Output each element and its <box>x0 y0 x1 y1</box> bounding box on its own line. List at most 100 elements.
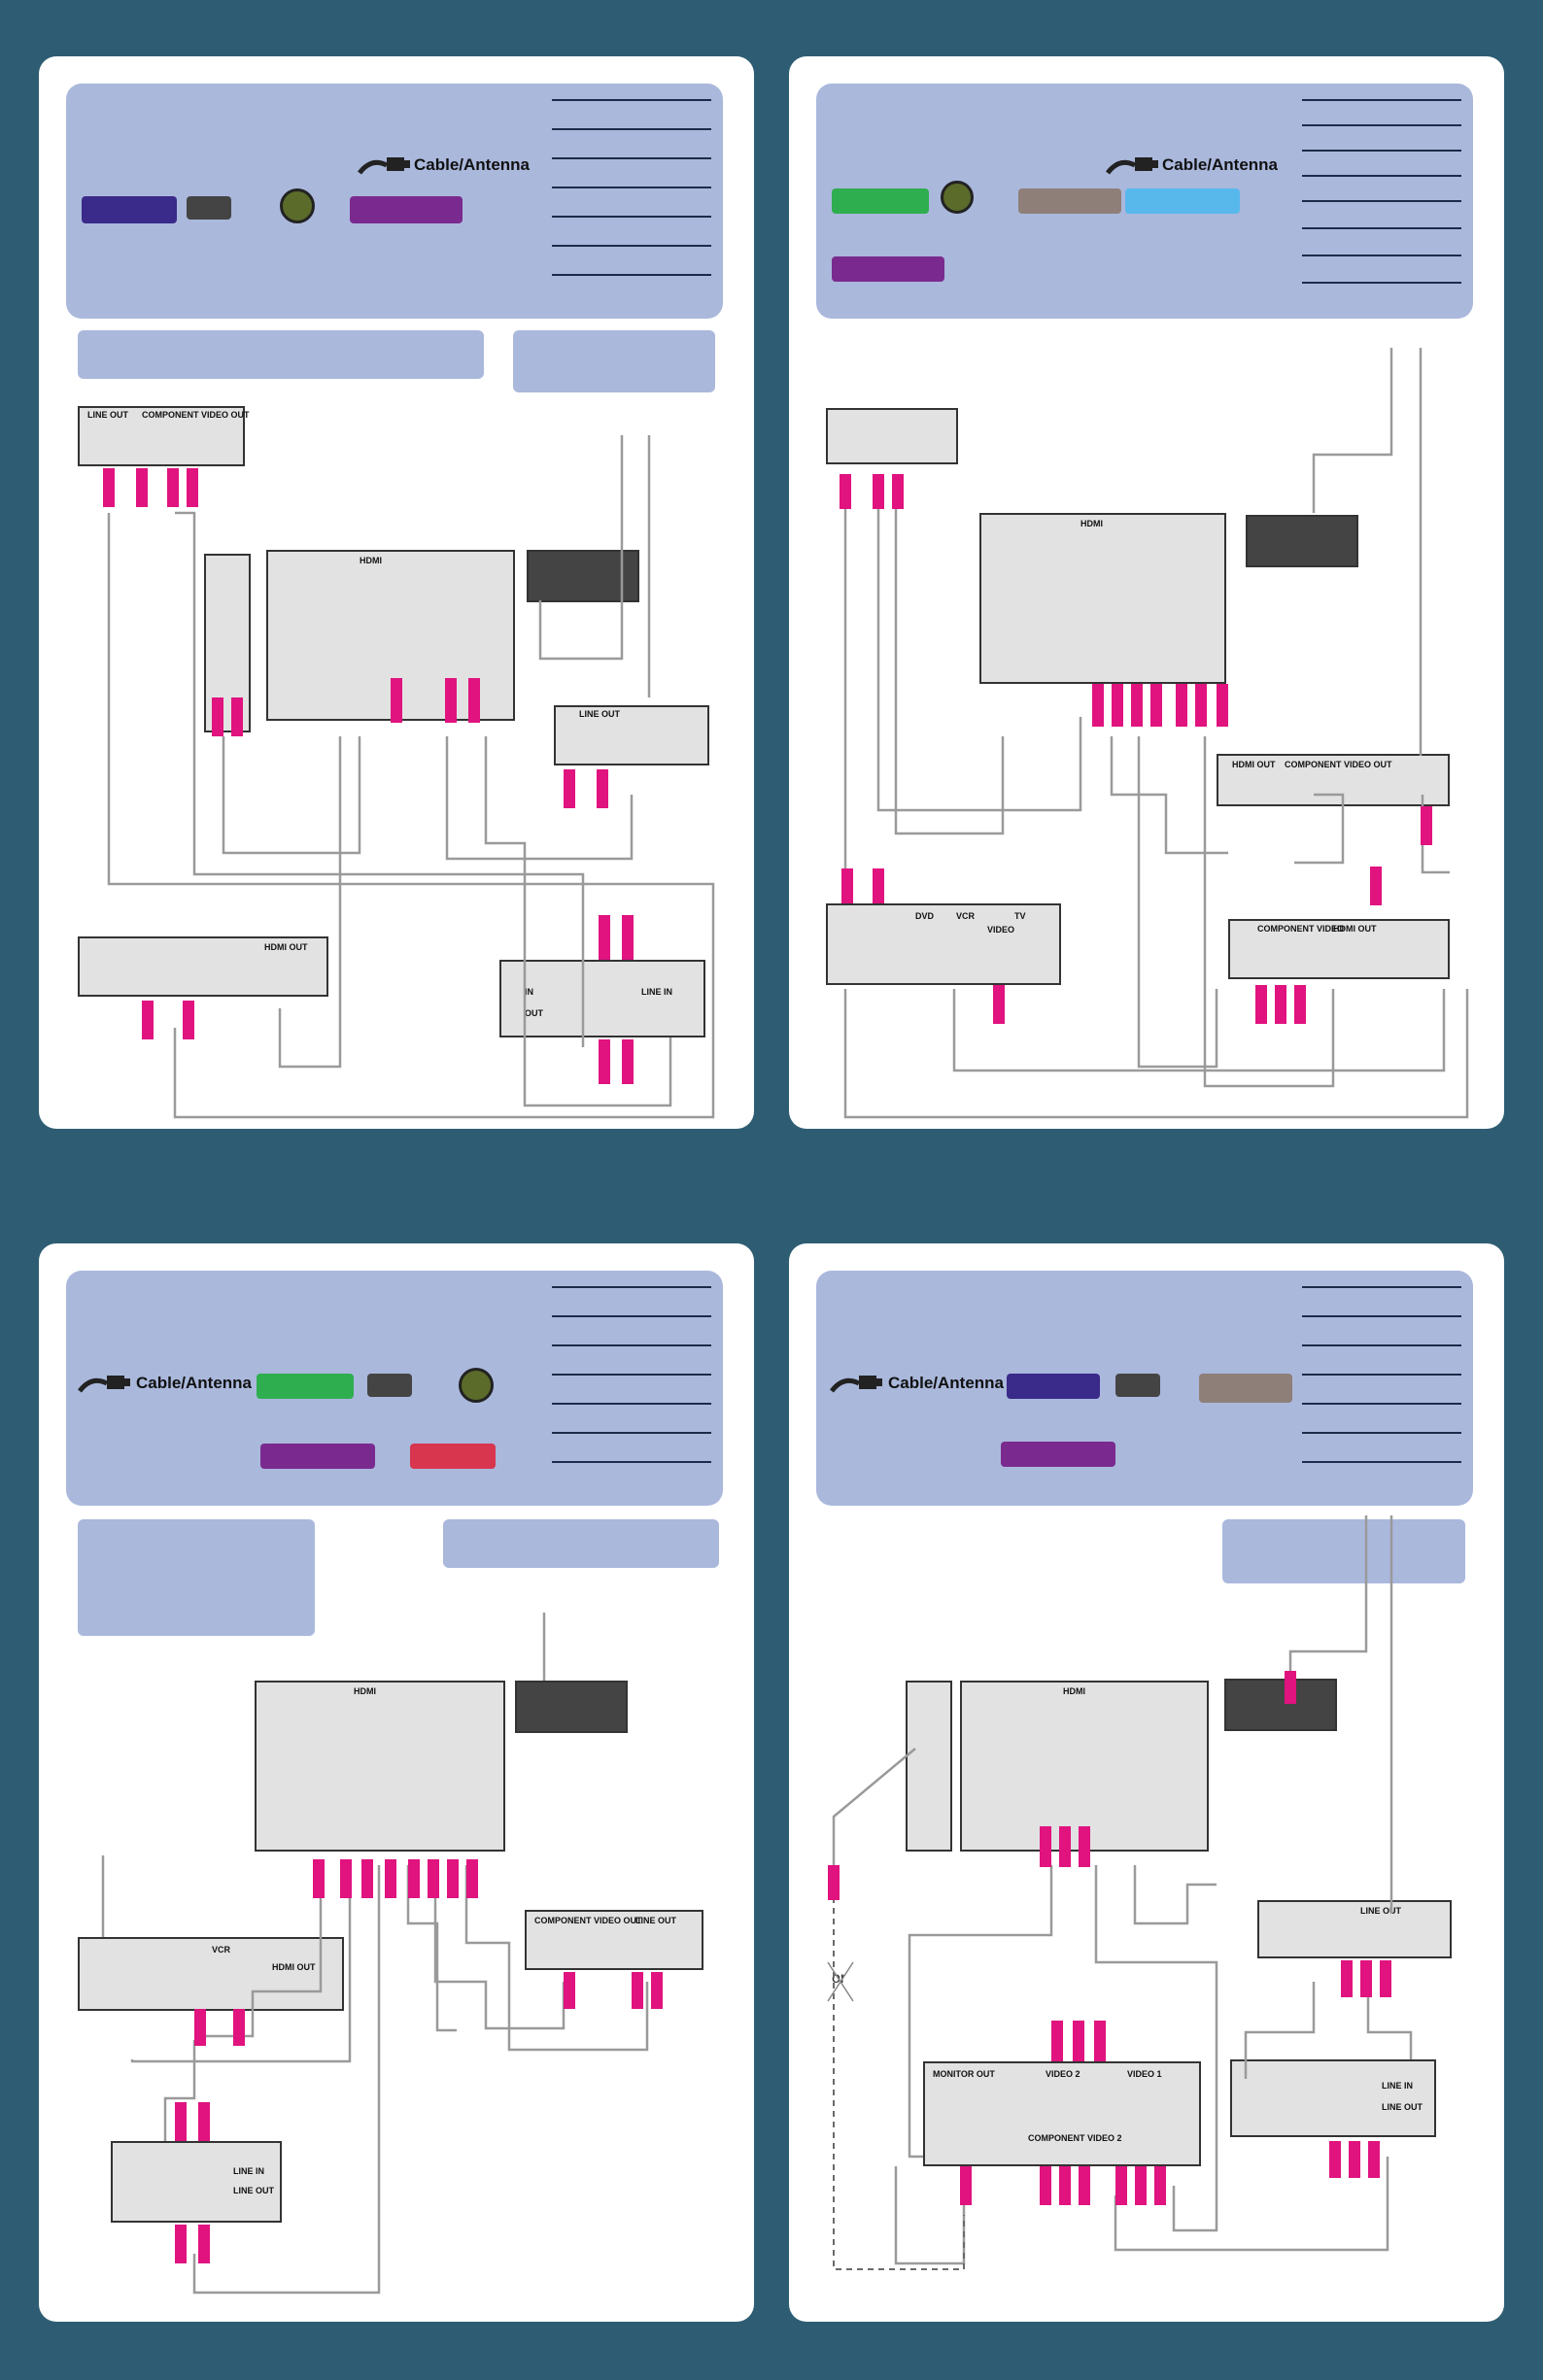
tv-side-panel <box>906 1681 952 1852</box>
dvd-vcr-combo-device <box>78 1937 344 2011</box>
legend-rule <box>1302 200 1461 202</box>
panel-2: Cable/Antenna HDMI HDMI OUT COMPONENT VI… <box>789 56 1504 1129</box>
cable-antenna-label: Cable/Antenna <box>136 1374 253 1392</box>
combo-vcr-label: VCR <box>212 1945 231 1955</box>
panel-3: Cable/Antenna HDMI VCR HDMI OUT COMPONEN… <box>39 1243 754 2322</box>
line-in-label: LINE IN <box>233 2166 265 2176</box>
legend-rule <box>552 216 711 218</box>
legend-rule <box>1302 282 1461 284</box>
legend-rule <box>552 187 711 188</box>
hdmi-label: HDMI <box>1080 519 1103 528</box>
av-receiver-device <box>923 2061 1201 2166</box>
legend-rule <box>1302 1461 1461 1463</box>
panel-3-note-right <box>443 1519 719 1568</box>
line-out-label: LINE OUT <box>87 410 128 420</box>
legend-rule <box>552 1315 711 1317</box>
legend-rule <box>552 99 711 101</box>
panel-1-header: Cable/Antenna <box>66 84 723 319</box>
monitor-out-label: MONITOR OUT <box>933 2069 995 2079</box>
vcr-label: VCR <box>956 911 976 921</box>
green-device-chip <box>832 188 929 214</box>
panel-4: Cable/Antenna HDMI LINE OUT MONITOR OUT … <box>789 1243 1504 2322</box>
satellite-receiver-device <box>1217 754 1450 806</box>
cable-box-chip <box>260 1444 375 1469</box>
video-1-label: VIDEO 1 <box>1127 2069 1162 2079</box>
line-in-label: LINE IN <box>641 987 673 997</box>
component-video-out-label: COMPONENT VIDEO OUT <box>534 1916 642 1925</box>
line-out-label: LINE OUT <box>635 1916 676 1925</box>
satellite-box-chip <box>1007 1374 1100 1399</box>
panel-1-wiring <box>103 435 715 1119</box>
vcr-cassette-icon <box>1115 1374 1160 1397</box>
legend-rule <box>1302 1315 1461 1317</box>
legend-rule <box>1302 227 1461 229</box>
legend-rule <box>1302 1432 1461 1434</box>
legend-rule <box>552 128 711 130</box>
vcr-line-out-label: LINE OUT <box>579 709 620 719</box>
antenna-wall-plate <box>1246 515 1358 567</box>
legend-rule <box>1302 255 1461 256</box>
hdmi-out-label: HDMI OUT <box>1232 760 1276 769</box>
antenna-wall-plate <box>515 1681 628 1733</box>
legend-rule <box>552 1344 711 1346</box>
out-label: OUT <box>525 1008 543 1018</box>
legend-rule <box>1302 1403 1461 1405</box>
cable-box-chip <box>832 256 944 282</box>
legend-rule <box>552 157 711 159</box>
component-video-out-label: COMPONENT VIDEO OUT <box>142 410 250 420</box>
hd-receiver-device <box>1228 919 1450 979</box>
vcr-cassette-icon <box>367 1374 412 1397</box>
satellite-box-chip <box>82 196 177 223</box>
legend-rule <box>552 245 711 247</box>
recorder-device <box>1230 2059 1436 2137</box>
cable-box-chip <box>1001 1442 1115 1467</box>
vcr-device <box>554 705 709 765</box>
hdmi-label: HDMI <box>360 556 382 565</box>
cable-plug-icon <box>78 1376 130 1393</box>
panel-1-note-right <box>513 330 715 392</box>
panel-1-note-left <box>78 330 484 379</box>
legend-rule <box>1302 150 1461 152</box>
cable-antenna-label: Cable/Antenna <box>414 155 531 174</box>
panel-4-note <box>1222 1519 1465 1583</box>
speaker-knob-icon <box>459 1368 494 1403</box>
speaker-knob-icon <box>280 188 315 223</box>
legend-rule <box>552 1461 711 1463</box>
recorder-device <box>111 2141 282 2223</box>
vcr-cassette-icon <box>187 196 231 220</box>
component-video-label: COMPONENT VIDEO <box>1257 924 1345 934</box>
legend-rule <box>552 274 711 276</box>
taupe-device-chip <box>1199 1374 1292 1403</box>
panel-4-header: Cable/Antenna <box>816 1271 1473 1506</box>
panel-2-wiring <box>840 348 1469 1119</box>
legend-rule <box>1302 124 1461 126</box>
in-label: IN <box>525 987 533 997</box>
sky-device-chip <box>1125 188 1240 214</box>
line-in-label: LINE IN <box>1382 2081 1414 2091</box>
av-switch-device <box>826 903 1061 985</box>
tv-label: TV <box>1014 911 1026 921</box>
panel-3-note-left <box>78 1519 315 1636</box>
cable-box-chip <box>350 196 463 223</box>
legend-rule <box>552 1432 711 1434</box>
panel-3-header: Cable/Antenna <box>66 1271 723 1506</box>
legend-rule <box>1302 175 1461 177</box>
antenna-wall-plate <box>527 550 639 602</box>
tv-back-panel <box>979 513 1226 684</box>
hdmi-out-label: HDMI OUT <box>264 942 308 952</box>
component-source-device <box>78 406 245 466</box>
recorder-line-out-label: LINE OUT <box>1382 2102 1423 2112</box>
vcr-device <box>1257 1900 1452 1958</box>
hdmi-label: HDMI <box>354 1686 376 1696</box>
green-device-chip <box>257 1374 354 1399</box>
optical-source-device <box>826 408 958 464</box>
cable-plug-icon <box>358 157 410 175</box>
legend-rule <box>1302 1344 1461 1346</box>
cable-antenna-label: Cable/Antenna <box>1162 155 1279 174</box>
recorder-device <box>499 960 705 1037</box>
speaker-knob-icon <box>941 181 974 214</box>
legend-rule <box>1302 1374 1461 1376</box>
recorder-line-out-label: LINE OUT <box>233 2186 274 2195</box>
component-source-device <box>525 1910 703 1970</box>
cable-plug-icon <box>1106 157 1158 175</box>
